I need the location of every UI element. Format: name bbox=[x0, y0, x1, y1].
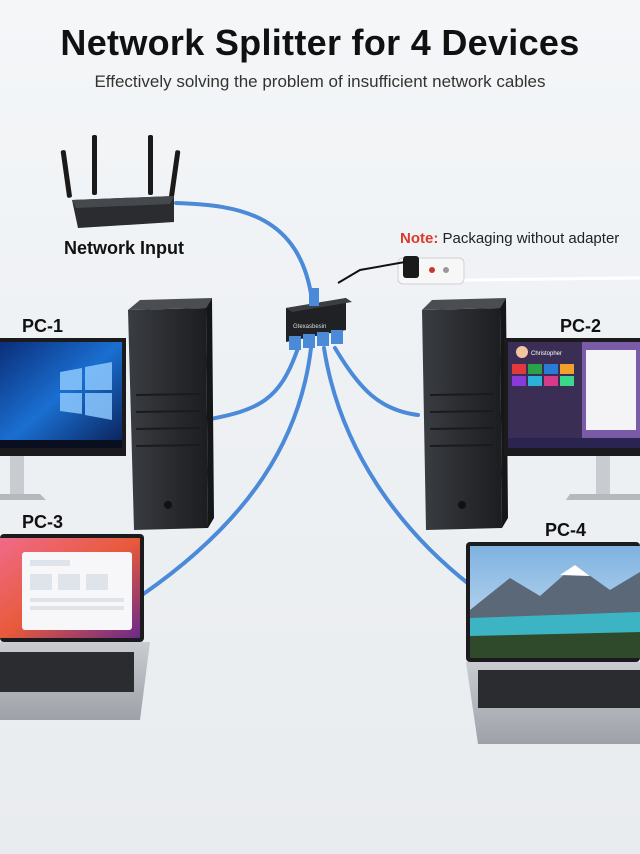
pc-tower-right bbox=[422, 298, 508, 530]
pc2-monitor: Christopher bbox=[504, 338, 640, 500]
start-tiles bbox=[512, 364, 574, 386]
note-text: Packaging without adapter bbox=[438, 230, 620, 247]
page-title: Network Splitter for 4 Devices bbox=[60, 22, 580, 63]
device-brand: Gtexasbesin bbox=[293, 324, 326, 330]
pc-tower-left bbox=[128, 298, 214, 530]
ethernet-cables bbox=[140, 201, 472, 597]
network-splitter: Gtexasbesin bbox=[286, 288, 352, 350]
pc2-label: PC-2 bbox=[560, 316, 602, 336]
pc3-label: PC-3 bbox=[22, 512, 64, 532]
pc1-label: PC-1 bbox=[22, 316, 64, 336]
pc4-label: PC-4 bbox=[545, 520, 587, 540]
pc1-monitor bbox=[0, 338, 126, 500]
note-prefix: Note: bbox=[400, 230, 439, 247]
windows-logo bbox=[60, 362, 112, 420]
power-strip bbox=[337, 256, 640, 285]
packaging-note: Note: Packaging without adapter bbox=[400, 230, 619, 247]
router bbox=[60, 135, 181, 228]
pc4-laptop bbox=[466, 542, 640, 744]
page-subtitle: Effectively solving the problem of insuf… bbox=[94, 72, 546, 91]
pc2-user-name: Christopher bbox=[531, 351, 562, 357]
pc3-laptop bbox=[0, 534, 150, 720]
network-input-label: Network Input bbox=[64, 238, 184, 258]
